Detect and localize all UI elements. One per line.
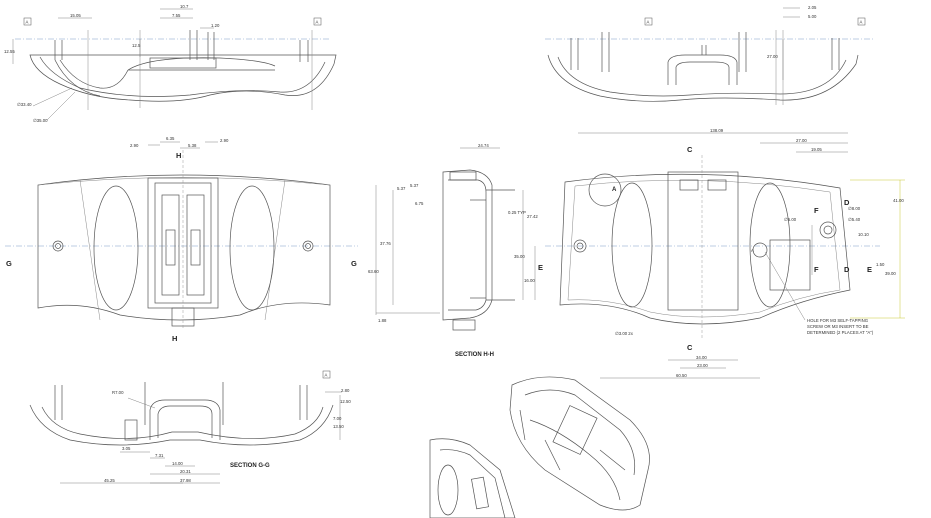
dim-text: 138.09	[710, 128, 724, 133]
dim-text: ∅8.00	[848, 206, 861, 211]
dim-text: 16.00	[524, 278, 535, 283]
section-gg-view: 2.80 12.50 7.00 13.50 R7.00 3.05 7.31 14…	[29, 370, 351, 484]
dim-text: 23.00	[697, 363, 708, 368]
datum-marker: A	[325, 373, 328, 378]
dim-text: ∅3.00 2x	[615, 331, 634, 336]
hole-letter-a: A	[751, 248, 754, 253]
dim-text: 5.00	[808, 14, 817, 19]
dim-text: 15.05	[70, 13, 81, 18]
dim-text: ∅33.40	[17, 102, 32, 107]
section-letter-f: F	[814, 206, 819, 215]
dim-text: 27.42	[527, 214, 538, 219]
dim-text: 37.98	[180, 478, 191, 483]
datum-marker: A	[860, 20, 863, 25]
dim-text: 19.05	[811, 147, 822, 152]
section-letter-d: D	[844, 198, 850, 207]
section-letter-e: E	[867, 265, 872, 274]
dim-text: 2.80	[341, 388, 350, 393]
dim-text: 12.55	[4, 49, 15, 54]
top-right-profile-view: 2.05 5.00 27.00 A A	[545, 5, 875, 105]
dim-text: 10.7	[180, 4, 189, 9]
dim-text: 41.00	[893, 198, 904, 203]
section-hh-view: 24.74 5.37 5.37 6.75 0.25 TYP 27.42 37.7…	[368, 143, 538, 358]
front-right-view: 138.09 27.00 19.05 ∅6.00 ∅8.00 ∅5.40 10.…	[514, 128, 905, 379]
dim-text: 13.50	[333, 424, 344, 429]
isometric-views	[429, 376, 650, 518]
dim-text: 0.25 TYP	[508, 210, 526, 215]
dim-text: ∅6.00	[784, 217, 797, 222]
dim-text: 5.38	[188, 143, 197, 148]
datum-marker: A	[647, 20, 650, 25]
dim-text: 1.88	[378, 318, 387, 323]
note-line-3: DETERMINED (2 PLACES AT "A")	[807, 330, 874, 335]
section-letter-d: D	[844, 265, 850, 274]
dim-text: 5.37	[410, 183, 419, 188]
dim-text: 2.05	[808, 5, 817, 10]
dim-text: 60.50	[676, 373, 687, 378]
dim-text: 35.00	[514, 254, 525, 259]
section-gg-title: SECTION G-G	[230, 463, 270, 469]
dim-text: 7.00	[333, 416, 342, 421]
datum-marker: A	[316, 20, 319, 25]
section-letter-g: G	[351, 259, 357, 268]
dim-text: 63.60	[368, 269, 379, 274]
note-line-1: HOLE FOR M3 SELF-TAPPING	[807, 318, 869, 323]
dim-text: 6.75	[415, 201, 424, 206]
dim-text: 39.00	[885, 271, 896, 276]
datum-marker: A	[26, 20, 29, 25]
dim-text: 27.00	[796, 138, 807, 143]
dim-text: 12.5	[132, 43, 141, 48]
dim-text: 2.90	[220, 138, 229, 143]
section-letter-e: E	[538, 263, 543, 272]
dim-text: 7.31	[155, 453, 164, 458]
dim-text: 1.20	[211, 23, 220, 28]
section-letter-g: G	[6, 259, 12, 268]
section-letter-c: C	[687, 145, 693, 154]
dim-text: 12.50	[340, 399, 351, 404]
dim-text: 45.25	[104, 478, 115, 483]
top-left-profile-view: 15.05 10.7 7.55 1.20 12.55 12.5 ∅33.40 ∅…	[4, 4, 337, 123]
dim-text: 10.10	[858, 232, 869, 237]
dim-text: 14.00	[172, 461, 183, 466]
dim-text: 6.35	[166, 136, 175, 141]
note-line-2: SCREW OR M3 INSERT TO BE	[807, 324, 869, 329]
dim-text: 2.90	[130, 143, 139, 148]
dim-text: ∅35.00	[33, 118, 48, 123]
front-left-view: 2.90 6.35 5.38 2.90 H H G G	[5, 136, 358, 343]
dim-text: 27.00	[767, 54, 778, 59]
section-letter-h: H	[176, 151, 181, 160]
section-letter-h: H	[172, 334, 177, 343]
dim-text: 5.37	[397, 186, 406, 191]
section-letter-c: C	[687, 343, 693, 352]
detail-letter-a: A	[612, 187, 617, 193]
dim-text: 37.76	[380, 241, 391, 246]
dim-text: R7.00	[112, 390, 124, 395]
dim-text: ∅5.40	[848, 217, 861, 222]
dim-text: 24.74	[478, 143, 489, 148]
section-hh-title: SECTION H-H	[455, 352, 494, 358]
dim-text: 20.31	[180, 469, 191, 474]
dim-text: 34.00	[696, 355, 707, 360]
section-letter-f: F	[814, 265, 819, 274]
dim-text: 3.05	[122, 446, 131, 451]
dim-text: 7.55	[172, 13, 181, 18]
dim-text: 1.50	[876, 262, 885, 267]
